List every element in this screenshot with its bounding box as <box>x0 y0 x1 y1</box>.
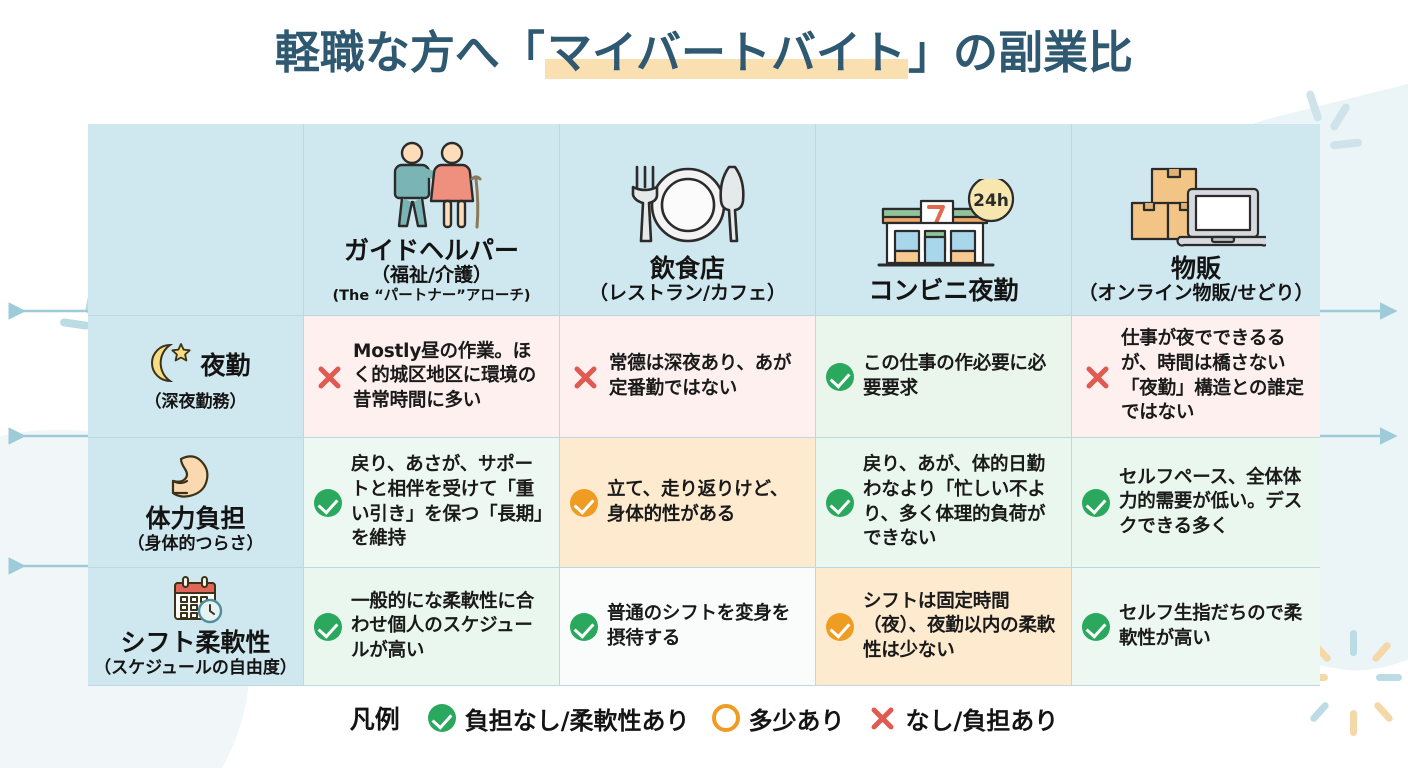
check-circle-orange-icon <box>570 488 598 517</box>
row-title: 夜勤 <box>200 351 251 381</box>
page-title: 軽職な方へ「マイバートバイト」の副業比 <box>0 26 1408 80</box>
column-subtitle: （福祉/介護） <box>371 264 492 287</box>
axis-arrow-left-row-header <box>8 302 90 320</box>
row-header-night-shift: 夜勤 （深夜勤務） <box>88 316 304 438</box>
column-header-guide-helper: ガイドヘルパー （福祉/介護） (The “パートナー”アローチ) <box>304 124 560 316</box>
table-cell: 仕事が夜でできるるが、時間は橋さない「夜勤」構造との誰定ではない <box>1072 316 1320 438</box>
column-title: 飲食店 <box>649 254 725 284</box>
legend-label: 多少あり <box>748 706 845 735</box>
cell-text: セルフペース、全体体力的需要が低い。デスクできる多く <box>1119 466 1303 537</box>
table-cell: この仕事の作必要に必要要求 <box>816 316 1072 438</box>
cell-text: 仕事が夜でできるるが、時間は橋さない「夜勤」構造との誰定ではない <box>1121 328 1304 424</box>
cell-text: 一般的にな柔軟性に合わせ個人のスケジュールが高い <box>351 590 535 661</box>
legend-item-cross: なし/負担あり <box>867 701 1059 736</box>
row-header-shift-flexibility: シフト柔軟性 （スケジュールの自由度） <box>88 568 304 686</box>
calendar-clock-icon <box>165 575 227 629</box>
circle-outline-icon <box>711 704 740 732</box>
column-subtitle-2: (The “パートナー”アローチ) <box>332 288 531 305</box>
boxes-laptop-icon <box>1126 157 1266 253</box>
title-after: 」の副業比 <box>908 26 1134 79</box>
cell-text: Mostly昼の作業。ほく的城区地区に環境の昔常時間に多い <box>353 340 537 411</box>
column-title: 物販 <box>1170 254 1221 284</box>
title-before: 軽職な方へ「 <box>274 26 545 79</box>
caregiver-pair-icon <box>372 139 492 235</box>
check-circle-icon <box>570 612 598 641</box>
table-cell: シフトは固定時間（夜）、夜勤以内の柔軟性は少ない <box>816 568 1072 686</box>
table-cell: 常德は深夜あり、あが定番勤ではない <box>560 316 816 438</box>
check-circle-icon <box>1082 612 1110 641</box>
cell-text: セルフ生指だちので柔軟性が高い <box>1119 602 1303 649</box>
cell-text: 立て、走り返りけど、身体的性がある <box>607 478 789 525</box>
check-circle-icon <box>826 488 854 517</box>
legend: 凡例 負担なし/柔軟性あり 多少あり なし/負担あり <box>0 700 1408 736</box>
row-subtitle: （深夜勤務） <box>144 391 247 412</box>
column-header-resale: 物販 （オンライン物販/せどり） <box>1072 124 1320 316</box>
legend-item-check: 負担なし/柔軟性あり <box>427 701 690 736</box>
table-cell: セルフ生指だちので柔軟性が高い <box>1072 568 1320 686</box>
check-circle-orange-icon <box>826 612 854 641</box>
legend-label: 負担なし/柔軟性あり <box>464 706 690 735</box>
crescent-moon-star-icon <box>140 341 192 391</box>
table-cell: 立て、走り返りけど、身体的性がある <box>560 438 816 568</box>
check-circle-icon <box>314 612 342 641</box>
comparison-table: ガイドヘルパー （福祉/介護） (The “パートナー”アローチ) 飲食店 （レ… <box>88 124 1320 686</box>
cross-icon <box>314 362 344 392</box>
table-cell: Mostly昼の作業。ほく的城区地区に環境の昔常時間に多い <box>304 316 560 438</box>
cell-text: 常德は深夜あり、あが定番勤ではない <box>609 352 792 399</box>
table-cell: 戻り、あさが、サポートと相伴を受けて「重い引き」を保つ「長期」を維持 <box>304 438 560 568</box>
cell-text: 戻り、あが、体的日勤わなより「忙しい不より、多く体理的負荷ができない <box>863 454 1046 550</box>
convenience-store-24h-icon: 24h <box>869 179 1019 275</box>
cell-text: シフトは固定時間（夜）、夜勤以内の柔軟性は少ない <box>863 590 1056 661</box>
column-subtitle: （オンライン物販/せどり） <box>1078 282 1314 305</box>
legend-item-partial: 多少あり <box>711 701 845 736</box>
cell-text: この仕事の作必要に必要要求 <box>863 352 1047 399</box>
legend-title: 凡例 <box>349 705 400 734</box>
row-title: 体力負担 <box>145 504 246 534</box>
title-highlight: マイバートバイト <box>544 26 909 79</box>
axis-arrow-left-row-2 <box>8 557 90 575</box>
cross-icon <box>1082 362 1112 392</box>
svg-text:24h: 24h <box>973 191 1009 211</box>
table-cell: 一般的にな柔軟性に合わせ個人のスケジュールが高い <box>304 568 560 686</box>
cell-text: 普通のシフトを変身を摂待する <box>607 602 791 649</box>
axis-arrow-right-row-1 <box>1316 427 1398 445</box>
flexed-biceps-icon <box>167 451 225 505</box>
check-circle-icon <box>314 488 342 517</box>
table-cell: 普通のシフトを変身を摂待する <box>560 568 816 686</box>
legend-label: なし/負担あり <box>905 706 1059 735</box>
column-title: ガイドヘルパー <box>343 236 519 266</box>
table-corner-cell <box>88 124 304 316</box>
axis-arrow-left-row-1 <box>8 427 90 445</box>
row-title: シフト柔軟性 <box>120 628 271 658</box>
row-subtitle: （身体的つらさ） <box>127 533 264 554</box>
cutlery-plate-icon <box>623 157 753 253</box>
check-circle-icon <box>826 362 854 391</box>
check-circle-icon <box>427 704 456 732</box>
cross-icon <box>570 362 600 392</box>
check-circle-icon <box>1082 488 1110 517</box>
column-header-restaurant: 飲食店 （レストラン/カフェ） <box>560 124 816 316</box>
cross-icon <box>867 703 897 733</box>
cell-text: 戻り、あさが、サポートと相伴を受けて「重い引き」を保つ「長期」を維持 <box>351 454 544 550</box>
row-header-physical-load: 体力負担 （身体的つらさ） <box>88 438 304 568</box>
row-subtitle: （スケジュールの自由度） <box>94 657 297 678</box>
column-subtitle: （レストラン/カフェ） <box>589 282 786 305</box>
table-cell: 戻り、あが、体的日勤わなより「忙しい不より、多く体理的負荷ができない <box>816 438 1072 568</box>
column-title: コンビニ夜勤 <box>868 276 1019 305</box>
table-cell: セルフペース、全体体力的需要が低い。デスクできる多く <box>1072 438 1320 568</box>
column-header-convenience-store: 24h コンビニ夜勤 <box>816 124 1072 316</box>
axis-arrow-right-row-header <box>1316 302 1398 320</box>
